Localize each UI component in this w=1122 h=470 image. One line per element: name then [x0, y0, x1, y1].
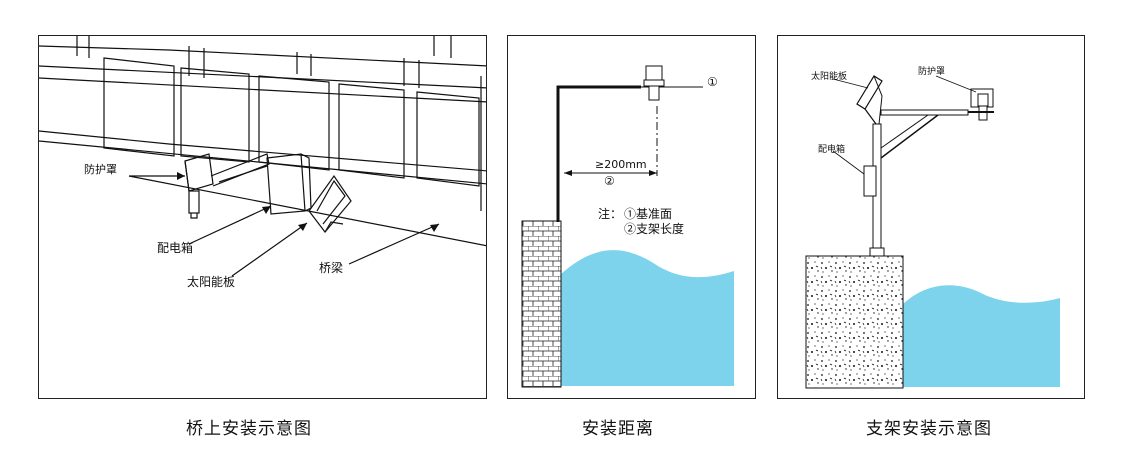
marker-bracket-length: ② [604, 174, 615, 188]
label-protective-cover: 防护罩 [918, 67, 946, 77]
label-distribution-box: 配电箱 [157, 241, 194, 255]
label-protective-cover: 防护罩 [84, 163, 117, 176]
install-distance-drawing [521, 65, 734, 388]
note-prefix: 注： [598, 207, 623, 221]
note-bracket-length: ②支架长度 [624, 222, 685, 236]
concrete-base [805, 255, 904, 389]
marker-reference-plane: ① [707, 75, 718, 89]
label-bridge-beam: 桥梁 [319, 261, 344, 275]
bracket-install-drawing [805, 75, 1060, 389]
bridge-install-drawing [39, 36, 486, 277]
label-solar-panel: 太阳能板 [811, 72, 848, 82]
note-reference-plane: ①基准面 [624, 207, 673, 221]
install-distance-panel: ① ≥200mm ② 注： ①基准面 ②支架长度 [507, 35, 756, 399]
label-distribution-box: 配电箱 [818, 145, 846, 155]
water [903, 285, 1060, 387]
label-solar-panel: 太阳能板 [187, 275, 236, 289]
label-min-distance: ≥200mm [595, 158, 647, 171]
brick-wall [521, 220, 562, 388]
caption-bracket-install: 支架安装示意图 [866, 419, 992, 439]
water [561, 250, 734, 386]
caption-install-distance: 安装距离 [582, 419, 654, 439]
bridge-install-panel: 防护罩 配电箱 太阳能板 桥梁 [38, 35, 487, 399]
bracket-install-panel: 太阳能板 防护罩 配电箱 [777, 35, 1085, 399]
caption-bridge-install: 桥上安装示意图 [186, 419, 312, 439]
